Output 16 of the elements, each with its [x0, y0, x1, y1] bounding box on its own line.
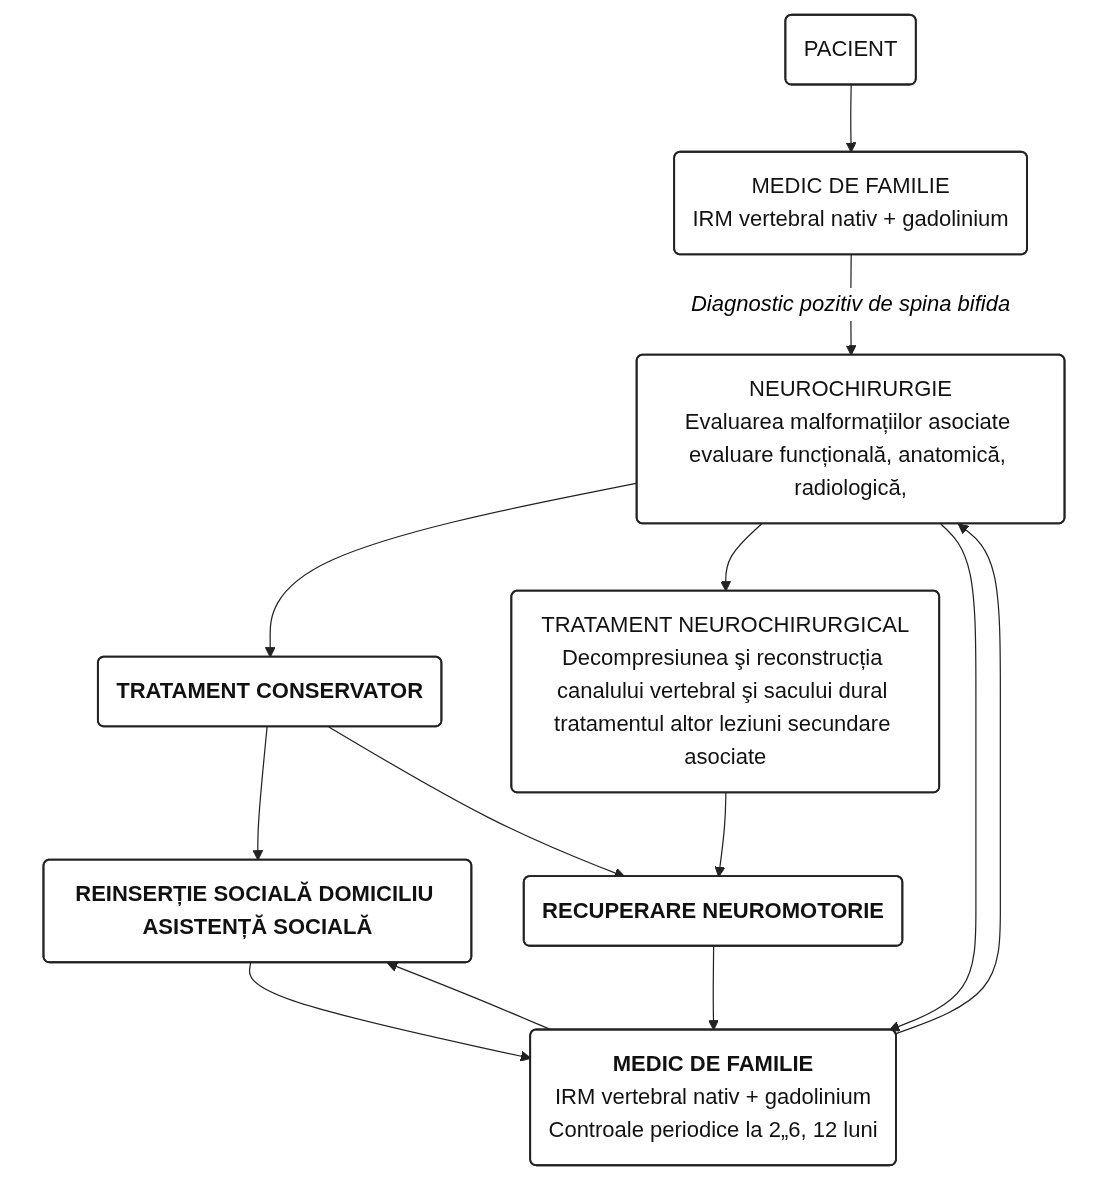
arrow	[719, 522, 762, 592]
arrow	[252, 725, 268, 861]
process-box: TRATAMENT CONSERVATOR	[96, 655, 442, 727]
arrow	[714, 791, 726, 877]
process-box: TRATAMENT NEUROCHIRURGICAL Decompresiunea şi reconstrucția canalului vertebral şi sacului dural tratamentul altor leziuni secundare asociate	[509, 589, 940, 793]
process-box: PACIENT	[783, 13, 917, 85]
arrow	[845, 83, 856, 153]
process-box: REINSERȚIE SOCIALĂ DOMICILIU ASISTENȚĂ SOCIALĂ	[42, 858, 472, 963]
process-box: RECUPERARE NEUROMOTORIE	[522, 874, 903, 947]
process-box: MEDIC DE FAMILIE IRM vertebral nativ + gadolinium	[672, 150, 1028, 255]
process-box: NEUROCHIRURGIE Evaluarea malformațiilor asociate evaluare funcțională, anatomică, radiologică,	[635, 353, 1065, 524]
edge-label: Diagnostic pozitiv de spina bifida	[690, 287, 1010, 321]
process-box: MEDIC DE FAMILIE IRM vertebral nativ + gadolinium Controale periodice la 2„6, 12 luni	[528, 1028, 897, 1166]
arrow	[894, 523, 1001, 1034]
arrow	[707, 945, 719, 1031]
arrow	[888, 522, 976, 1032]
